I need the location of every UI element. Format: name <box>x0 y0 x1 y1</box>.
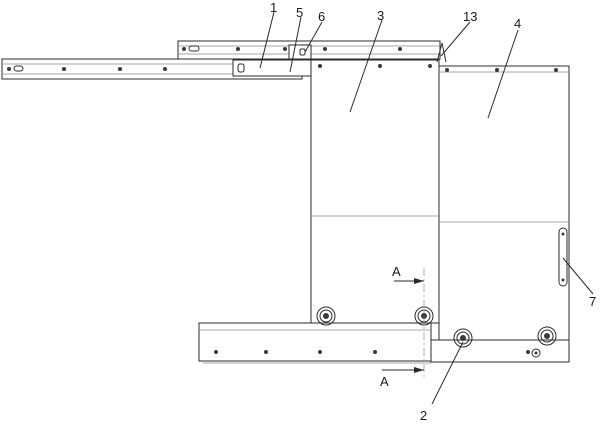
label-section-top: A <box>392 264 401 279</box>
label-section-bottom: A <box>380 374 389 389</box>
label-part-2: 2 <box>420 408 427 423</box>
tray-fastener <box>531 348 541 358</box>
label-part-5: 5 <box>296 5 303 20</box>
label-part-7: 7 <box>589 294 596 309</box>
caster-wheel <box>316 306 336 326</box>
rail-holes <box>7 45 402 73</box>
label-part-3: 3 <box>377 8 384 23</box>
section-line-a <box>382 268 425 378</box>
slide-rail-assembly <box>1 40 441 80</box>
caster-wheel <box>537 326 557 346</box>
label-part-1: 1 <box>270 0 277 15</box>
part-labels: 1 5 6 3 13 4 7 2 A A <box>270 0 596 423</box>
leader-lines <box>259 11 594 405</box>
bottom-tray <box>198 322 432 364</box>
middle-rail <box>232 59 312 77</box>
bottom-tray-right <box>430 339 570 363</box>
caster-wheel <box>453 328 473 348</box>
adjustment-slot <box>558 227 568 287</box>
cabinet-panel-4 <box>436 42 570 341</box>
label-part-6: 6 <box>318 9 325 24</box>
label-part-4: 4 <box>514 16 521 31</box>
casters <box>316 306 557 348</box>
label-part-13: 13 <box>463 9 477 24</box>
cabinet-panel-3 <box>310 59 440 324</box>
